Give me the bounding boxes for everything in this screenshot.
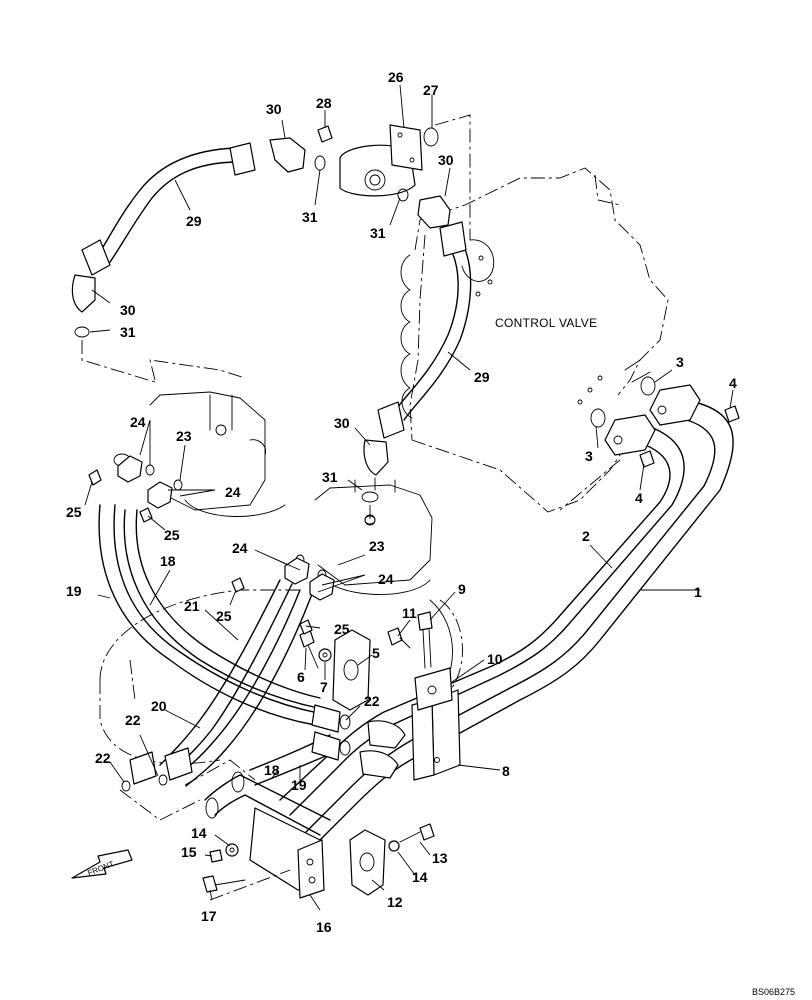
hose-29-left: [71, 142, 256, 338]
callout-31: 31: [302, 209, 318, 225]
callout-31: 31: [322, 469, 338, 485]
callout-24: 24: [378, 571, 394, 587]
hose-29-right: [361, 221, 472, 525]
callout-19: 19: [291, 777, 307, 793]
callout-4: 4: [635, 490, 643, 506]
hose-18: [123, 509, 321, 709]
callout-17: 17: [201, 908, 217, 924]
callout-31: 31: [370, 225, 386, 241]
callout-13: 13: [432, 850, 448, 866]
callout-6: 6: [297, 669, 305, 685]
callout-22: 22: [95, 750, 111, 766]
callout-10: 10: [487, 651, 503, 667]
callout-29: 29: [186, 213, 202, 229]
callout-21: 21: [184, 598, 200, 614]
callout-23: 23: [369, 538, 385, 554]
callout-18: 18: [160, 553, 176, 569]
callout-1: 1: [694, 584, 702, 600]
callout-30: 30: [120, 302, 136, 318]
drawing-code: BS06B275: [752, 987, 795, 997]
callout-23: 23: [176, 428, 192, 444]
callout-30: 30: [334, 415, 350, 431]
bracket-16: [249, 807, 325, 899]
callout-19: 19: [66, 583, 82, 599]
bracket-8: [411, 689, 461, 781]
clamp-5: [332, 629, 371, 711]
plate-10: [414, 667, 453, 711]
callout-14: 14: [412, 869, 428, 885]
callout-25: 25: [66, 504, 82, 520]
callout-25: 25: [216, 608, 232, 624]
pipe-2: [279, 424, 685, 816]
callout-9: 9: [458, 581, 466, 597]
control-valve-label: CONTROL VALVE: [495, 316, 597, 330]
callout-28: 28: [316, 95, 332, 111]
callout-18: 18: [264, 762, 280, 778]
callout-24: 24: [232, 540, 248, 556]
callout-8: 8: [502, 763, 510, 779]
control-valve: CONTROL VALVE: [400, 167, 669, 513]
callout-30: 30: [266, 101, 282, 117]
callout-3: 3: [585, 448, 593, 464]
block-fittings: [269, 124, 451, 229]
callout-26: 26: [388, 69, 404, 85]
pipe-flanges: [590, 376, 701, 456]
callout-30: 30: [438, 152, 454, 168]
callout-29: 29: [474, 369, 490, 385]
hardware: [88, 405, 740, 893]
callout-14: 14: [191, 825, 207, 841]
callout-25: 25: [164, 527, 180, 543]
callout-4: 4: [729, 375, 737, 391]
callout-15: 15: [181, 844, 197, 860]
callout-31: 31: [120, 324, 136, 340]
callout-numbers: 1 2 3 3 4 4 5 6 7 8 9 10 11 12 13 14 14 …: [66, 69, 737, 935]
pipes-lower: [204, 771, 331, 836]
hose-19: [98, 504, 319, 726]
callout-3: 3: [676, 354, 684, 370]
front-arrow: FRONT: [71, 849, 133, 879]
callout-16: 16: [316, 919, 332, 935]
bolt-9: [417, 611, 433, 669]
callout-5: 5: [372, 645, 380, 661]
leader-lines: [84, 84, 734, 911]
callout-22: 22: [364, 693, 380, 709]
callout-22: 22: [125, 712, 141, 728]
callout-20: 20: [151, 698, 167, 714]
callout-25: 25: [334, 621, 350, 637]
callout-2: 2: [582, 528, 590, 544]
pipe-1: [291, 399, 734, 861]
hose-fittings: [121, 704, 406, 792]
clamp-12: [349, 829, 386, 896]
callout-12: 12: [387, 894, 403, 910]
callout-11: 11: [402, 605, 417, 621]
dash-links: [81, 114, 621, 901]
callout-24: 24: [225, 484, 241, 500]
callout-7: 7: [320, 679, 328, 695]
callout-27: 27: [423, 82, 439, 98]
callout-24: 24: [130, 414, 146, 430]
